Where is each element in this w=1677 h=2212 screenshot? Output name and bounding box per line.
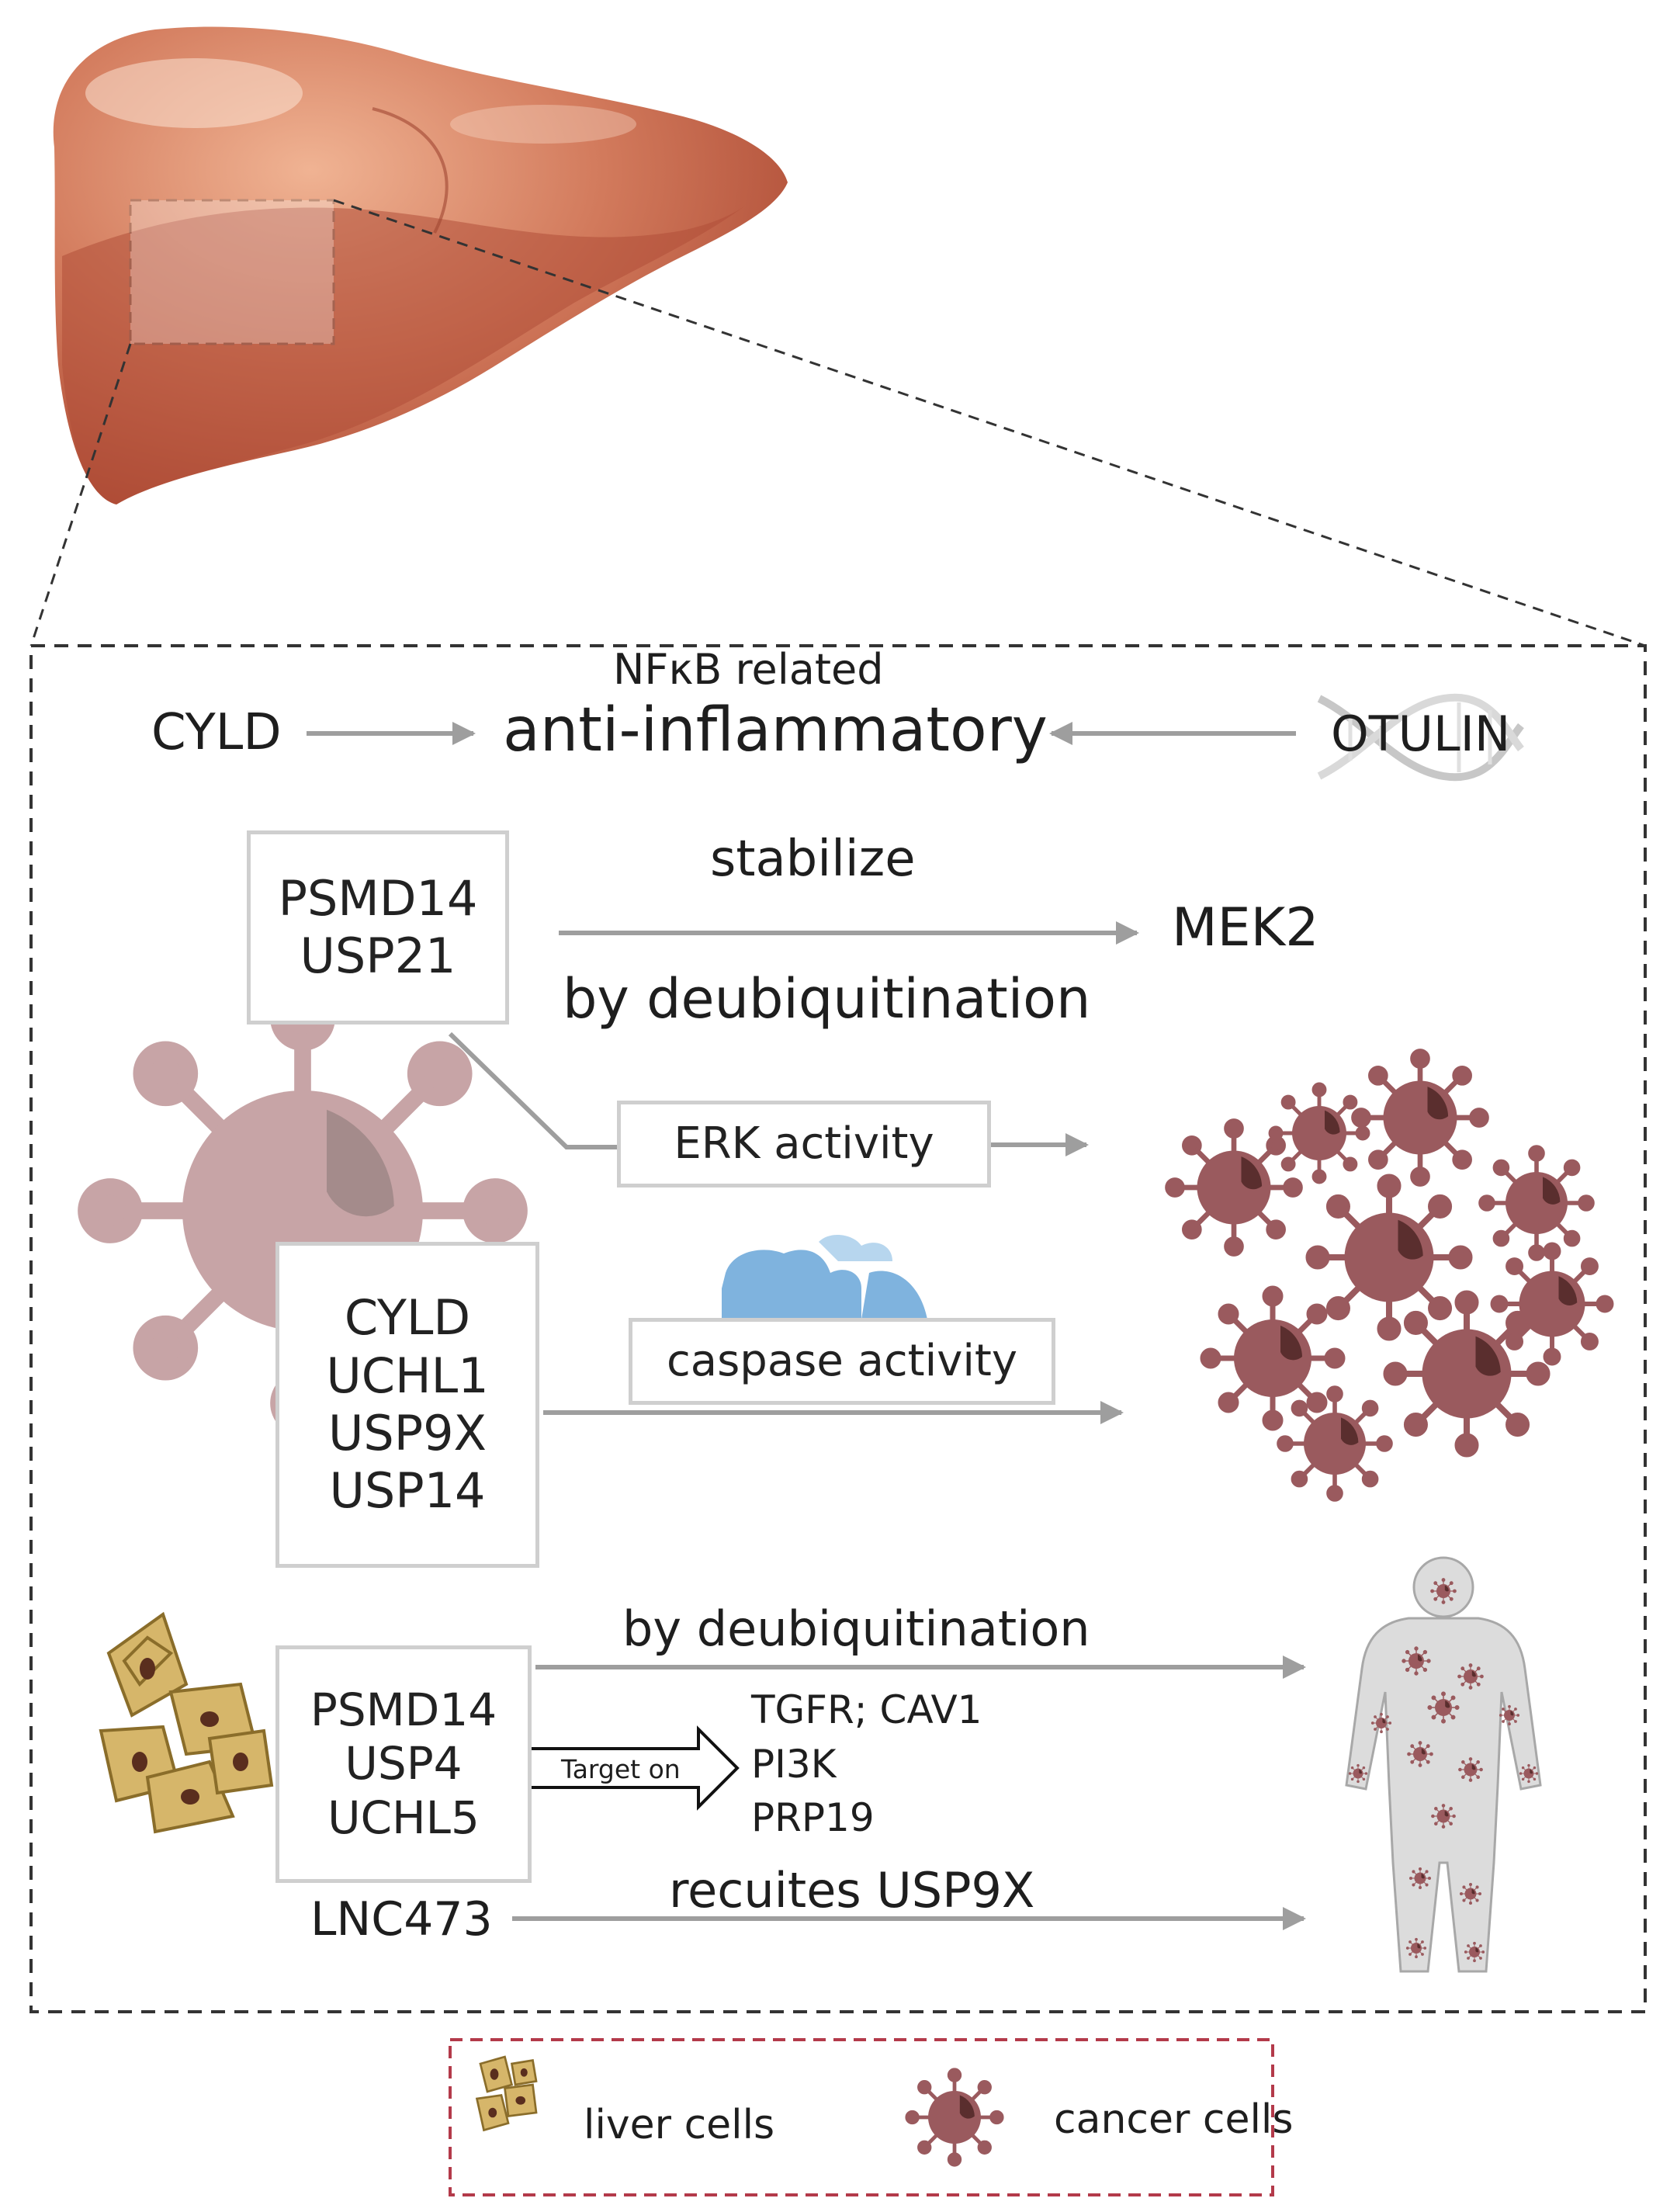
legend-liver-cells-icon: [475, 2055, 538, 2132]
target-on-arrow: [528, 1725, 740, 1811]
target-item: TGFR; CAV1: [751, 1687, 982, 1732]
mek2-label: MEK2: [1172, 897, 1319, 959]
erk-activity-box: ERK activity: [617, 1101, 991, 1187]
legend-frame: [449, 2038, 1274, 2196]
erk-activity-label: ERK activity: [674, 1118, 934, 1170]
liver-illustration: [53, 26, 788, 505]
metastasis-box-item: PSMD14: [310, 1683, 497, 1736]
legend-cancer-cells-icon: [907, 2070, 1002, 2165]
cancer-cells-cluster: [1168, 1052, 1612, 1500]
dna-icon: [1317, 693, 1524, 782]
mek-dub-box: PSMD14 USP21: [247, 830, 509, 1025]
by-deubiquitination-label-2: by deubiquitination: [622, 1600, 1090, 1657]
legend-cancer-cells-label: cancer cells: [1054, 2096, 1294, 2143]
liver-cells-illustration: [99, 1611, 274, 1834]
target-item: PI3K: [751, 1742, 837, 1787]
apoptosis-dub-box: CYLD UCHL1 USP9X USP14: [275, 1242, 539, 1568]
mek-box-item: USP21: [300, 927, 456, 984]
puzzle-icon: [722, 1234, 927, 1319]
apoptosis-box-item: UCHL1: [326, 1347, 489, 1404]
apoptosis-box-item: USP9X: [327, 1405, 487, 1461]
by-deubiquitination-label: by deubiquitination: [563, 967, 1091, 1031]
metastasis-box-item: USP4: [345, 1737, 463, 1791]
lnc473-label: LNC473: [310, 1892, 493, 1947]
human-body-icon: [1345, 1556, 1542, 1973]
target-item: PRP19: [751, 1795, 875, 1840]
stabilize-label: stabilize: [710, 830, 916, 888]
metastasis-box-item: UCHL5: [327, 1791, 480, 1844]
nfkb-related-label: NFκB related: [613, 645, 884, 694]
recruits-usp9x-label: recuites USP9X: [669, 1862, 1035, 1919]
caspase-activity-box: caspase activity: [629, 1318, 1055, 1405]
apoptosis-box-item: CYLD: [344, 1289, 471, 1347]
apoptosis-box-item: USP14: [329, 1462, 486, 1520]
target-on-label: Target on: [561, 1754, 681, 1784]
anti-inflammatory-label: anti-inflammatory: [503, 695, 1048, 765]
caspase-activity-label: caspase activity: [667, 1336, 1017, 1387]
cyld-label: CYLD: [151, 704, 282, 761]
metastasis-dub-box: PSMD14 USP4 UCHL5: [275, 1645, 532, 1883]
otulin-label: OTULIN: [1331, 706, 1511, 762]
mek-box-item: PSMD14: [278, 869, 478, 927]
legend-liver-cells-label: liver cells: [584, 2102, 775, 2148]
